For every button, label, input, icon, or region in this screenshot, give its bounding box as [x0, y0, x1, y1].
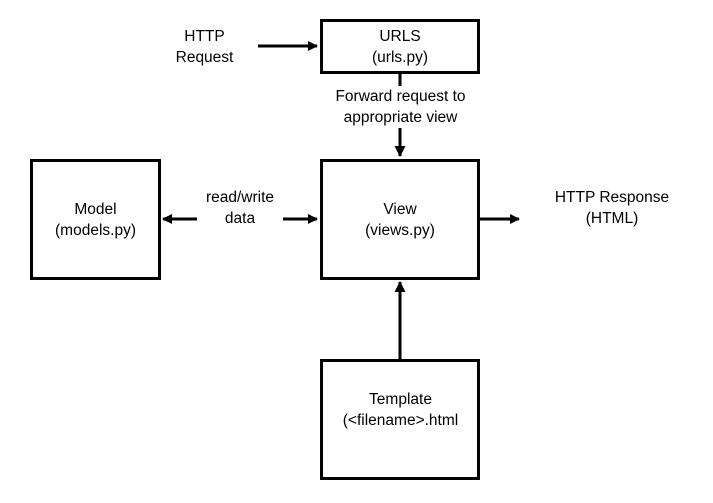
- label-readwrite-line2: data: [224, 210, 256, 227]
- node-view[interactable]: View (views.py): [320, 159, 480, 280]
- label-http-request: HTTP Request: [152, 26, 257, 68]
- node-model-file: (models.py): [55, 221, 136, 239]
- label-readwrite-line1: read/write: [205, 189, 275, 206]
- label-http-response-line2: (HTML): [585, 210, 639, 227]
- label-forward-line2: appropriate view: [343, 109, 458, 126]
- label-http-request-line2: Request: [175, 49, 234, 66]
- node-template-label: Template (<filename>.html: [318, 389, 483, 431]
- node-template-title: Template: [369, 391, 432, 408]
- node-model-title: Model: [74, 200, 117, 218]
- label-forward-request: Forward request to appropriate view: [318, 86, 483, 128]
- node-template[interactable]: [320, 359, 480, 480]
- label-http-request-line1: HTTP: [184, 28, 225, 45]
- node-view-file: (views.py): [365, 221, 435, 239]
- node-model[interactable]: Model (models.py): [30, 159, 161, 280]
- label-read-write-data: read/write data: [197, 187, 283, 229]
- node-urls-file: (urls.py): [372, 48, 428, 66]
- label-http-response: HTTP Response (HTML): [527, 187, 697, 229]
- node-view-title: View: [383, 200, 417, 218]
- node-urls[interactable]: URLS (urls.py): [320, 19, 480, 74]
- label-forward-line1: Forward request to: [335, 88, 466, 105]
- node-template-file: (<filename>.html: [342, 412, 459, 429]
- node-urls-title: URLS: [379, 27, 421, 45]
- label-http-response-line1: HTTP Response: [554, 189, 670, 206]
